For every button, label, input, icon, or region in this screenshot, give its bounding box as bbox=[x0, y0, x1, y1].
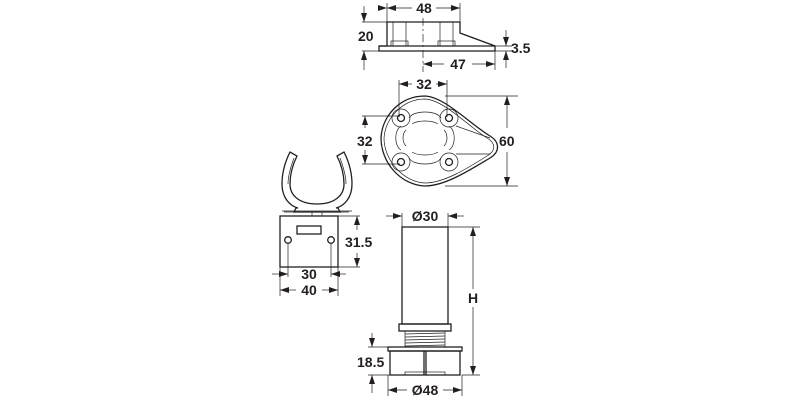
dim-foot-height: 18.5 bbox=[357, 354, 384, 370]
leg-view: Ø30 H 18.5 Ø48 bbox=[357, 208, 480, 398]
base-side-view: 48 20 3.5 47 bbox=[358, 0, 531, 72]
dim-clip-width: 40 bbox=[301, 282, 317, 298]
dim-hole-spacing-y: 32 bbox=[357, 133, 373, 149]
dim-base-width: 48 bbox=[416, 0, 432, 16]
dim-base-half-length: 47 bbox=[450, 56, 466, 72]
dim-tube-diameter: Ø30 bbox=[412, 208, 439, 224]
dim-clip-hole-spacing: 30 bbox=[301, 266, 317, 282]
dim-foot-diameter: Ø48 bbox=[412, 382, 439, 398]
dim-plate-thickness: 3.5 bbox=[511, 40, 531, 56]
dim-base-height: 20 bbox=[358, 28, 374, 44]
dim-leg-height: H bbox=[468, 290, 478, 306]
dim-hole-spacing-x: 32 bbox=[416, 76, 432, 92]
dim-base-overall-height: 60 bbox=[499, 133, 515, 149]
dim-clip-height: 31.5 bbox=[345, 234, 372, 250]
base-top-view: 32 32 60 bbox=[357, 76, 518, 187]
plinth-clip-view: 31.5 30 40 bbox=[272, 151, 372, 298]
